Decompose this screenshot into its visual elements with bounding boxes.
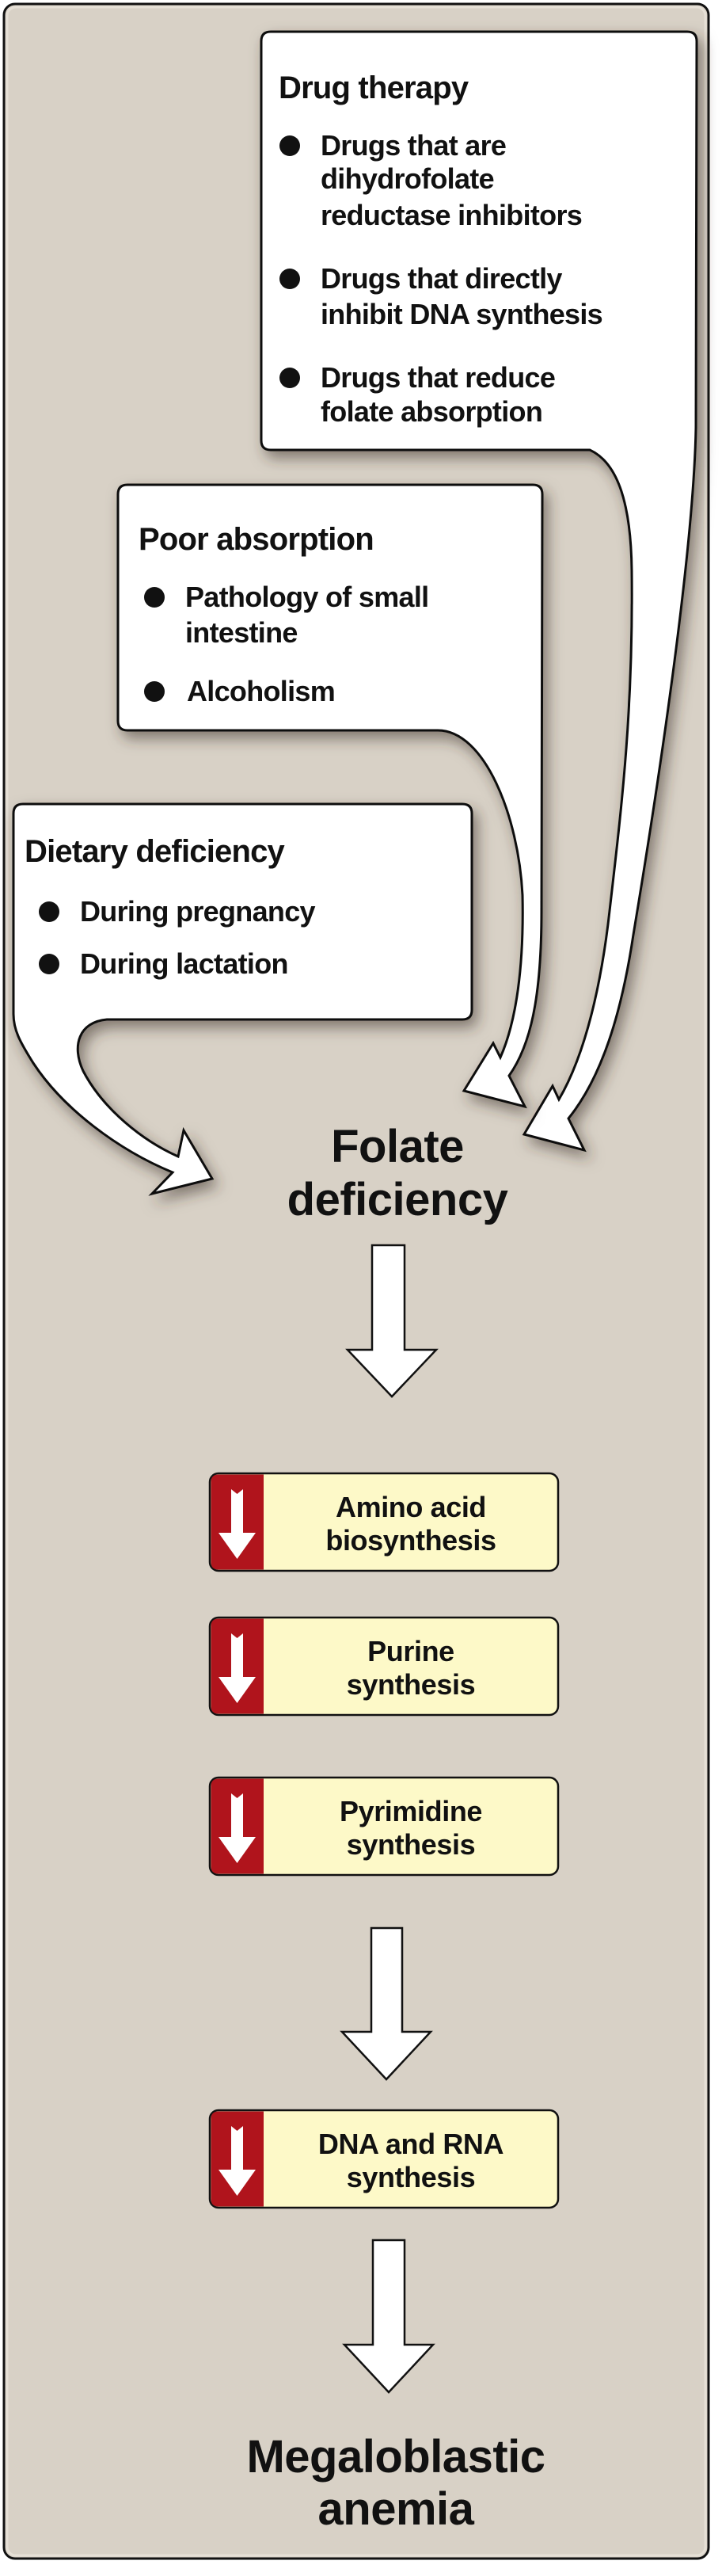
dietary-deficiency-title: Dietary deficiency bbox=[25, 834, 285, 869]
drug-therapy-callout-arrow bbox=[260, 30, 698, 1153]
pyrimidine-line-1: Pyrimidine bbox=[339, 1795, 483, 1827]
process-box-amino-acid bbox=[208, 1472, 560, 1572]
dna-rna-line-2: synthesis bbox=[346, 2161, 476, 2193]
flow-arrow-dna-to-anemia bbox=[342, 2239, 435, 2394]
bullet-icon bbox=[279, 368, 300, 388]
dietary-deficiency-callout-arrow bbox=[12, 802, 473, 1196]
dietary-item-1: During pregnancy bbox=[80, 895, 316, 928]
process-box-dna-rna bbox=[208, 2109, 560, 2209]
megaloblastic-anemia-line-2: anemia bbox=[317, 2483, 474, 2535]
flow-arrow-pyrimidine-to-dna bbox=[340, 1926, 433, 2081]
drug-item-1-line-1: Drugs that are bbox=[321, 129, 507, 162]
pyrimidine-line-2: synthesis bbox=[346, 1828, 476, 1861]
drug-item-1-line-2: dihydrofolate bbox=[321, 162, 495, 195]
poor-item-2-line-1: Alcoholism bbox=[187, 675, 336, 707]
bullet-icon bbox=[144, 587, 165, 608]
frame-inner-highlight bbox=[6, 6, 707, 2557]
decrease-arrow-icon bbox=[218, 1793, 256, 1863]
dietary-item-2: During lactation bbox=[80, 947, 289, 980]
bullet-icon bbox=[39, 954, 59, 974]
bullet-icon bbox=[144, 681, 165, 702]
flow-arrow-folate-to-processes bbox=[345, 1244, 439, 1398]
purine-line-1: Purine bbox=[367, 1635, 454, 1667]
poor-absorption-callout-arrow bbox=[116, 483, 544, 1109]
decrease-arrow-icon bbox=[218, 1489, 256, 1559]
decrease-arrow-icon bbox=[218, 2126, 256, 2196]
decrease-arrow-icon bbox=[218, 1633, 256, 1703]
purine-line-2: synthesis bbox=[346, 1668, 476, 1701]
poor-item-1-line-1: Pathology of small bbox=[185, 581, 429, 613]
drug-item-3-line-1: Drugs that reduce bbox=[321, 361, 556, 394]
amino-acid-line-2: biosynthesis bbox=[325, 1524, 496, 1557]
process-box-pyrimidine bbox=[208, 1776, 560, 1877]
poor-absorption-title: Poor absorption bbox=[139, 522, 374, 557]
drug-therapy-title: Drug therapy bbox=[279, 70, 469, 105]
poor-item-1-line-2: intestine bbox=[185, 616, 298, 649]
amino-acid-line-1: Amino acid bbox=[335, 1491, 487, 1523]
process-box-purine bbox=[208, 1616, 560, 1717]
bullet-icon bbox=[279, 135, 300, 156]
drug-item-2-line-1: Drugs that directly bbox=[321, 262, 562, 295]
bullet-icon bbox=[279, 269, 300, 289]
drug-item-2-line-2: inhibit DNA synthesis bbox=[321, 298, 603, 330]
drug-item-1-line-3: reductase inhibitors bbox=[321, 199, 583, 231]
bullet-icon bbox=[39, 901, 59, 922]
megaloblastic-anemia-line-1: Megaloblastic bbox=[246, 2431, 545, 2483]
folate-deficiency-line-1: Folate bbox=[331, 1121, 464, 1172]
drug-item-3-line-2: folate absorption bbox=[321, 395, 543, 428]
folate-deficiency-line-2: deficiency bbox=[287, 1174, 508, 1225]
dna-rna-line-1: DNA and RNA bbox=[317, 2128, 504, 2160]
